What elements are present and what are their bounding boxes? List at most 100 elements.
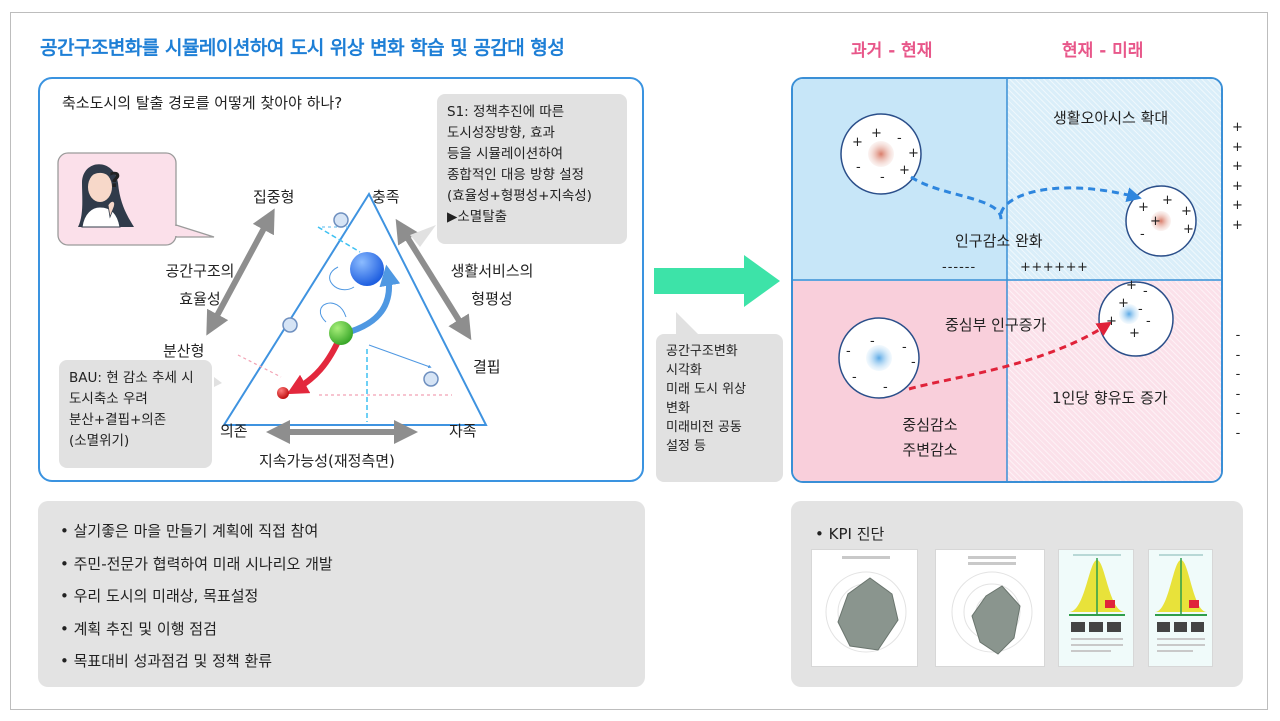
minus-sign: - — [1235, 347, 1241, 363]
label-oasis-expand: 생활오아시스 확대 — [1053, 109, 1169, 127]
kpi-radar-thumbnail — [811, 549, 918, 667]
visualization-line: 변화 — [666, 401, 690, 416]
thinking-woman-icon — [78, 164, 134, 228]
kpi-distribution-thumbnail — [1058, 549, 1134, 667]
s1-line: 종합적인 대응 방향 설정 — [447, 167, 585, 183]
minus-sign: - — [1235, 367, 1241, 382]
growth-arrow — [908, 321, 1113, 391]
label-per-capita: 1인당 향유도 증가 — [1052, 389, 1168, 407]
minus-sign: - — [1235, 406, 1241, 421]
quadrant-future-bottom — [1007, 281, 1221, 481]
participation-list: • 살기좋은 마을 만들기 계획에 직접 참여 • 주민-전문가 협력하여 미래… — [60, 515, 333, 678]
minus-sign: - — [1146, 314, 1151, 329]
current-point — [329, 321, 353, 345]
participation-box — [38, 501, 645, 687]
label-sustainability: 지속가능성(재정측면) — [259, 452, 395, 470]
s1-line: 도시성장방향, 효과 — [447, 125, 555, 141]
bubble-tail — [676, 312, 698, 334]
s1-line: 등을 시뮬레이션하여 — [447, 146, 564, 162]
plus-sign: + — [1126, 278, 1137, 293]
equity-line: 형평성 — [471, 290, 513, 308]
efficiency-line: 공간구조의 — [165, 262, 235, 280]
minus-dashes: ------ — [942, 260, 977, 275]
visualization-line: 미래비전 공동 — [666, 420, 742, 435]
bau-point — [277, 387, 289, 399]
label-deficient: 결핍 — [473, 358, 501, 376]
minus-sign: - — [846, 344, 851, 359]
minus-sign: - — [852, 370, 857, 385]
kpi-distribution-thumbnail — [1148, 549, 1213, 667]
minus-sign: - — [1235, 425, 1241, 441]
plus-sign: + — [1232, 178, 1243, 194]
plus-sign: + — [852, 135, 863, 150]
plus-sign: + — [1232, 139, 1243, 155]
plus-sign: + — [1232, 198, 1243, 213]
s1-callout: S1: 정책추진에 따른 도시성장방향, 효과 등을 시뮬레이션하여 종합적인 … — [437, 94, 627, 244]
plus-sign: + — [908, 146, 919, 161]
visualization-line: 미래 도시 위상 — [666, 382, 747, 397]
label-decline-relief: 인구감소 완화 — [955, 232, 1043, 250]
scenario-point — [333, 212, 349, 228]
quadrant-overlay — [791, 77, 1223, 483]
plus-sign: + — [1138, 200, 1149, 215]
header-past-present: 과거 - 현재 — [851, 41, 933, 61]
plus-sign: + — [1162, 193, 1173, 208]
minus-sign: - — [911, 355, 916, 370]
minus-sign: - — [897, 131, 902, 146]
minus-sign: - — [856, 160, 861, 175]
decline-line: 중심감소 — [902, 416, 958, 434]
plus-sign: + — [1118, 296, 1129, 311]
efficiency-axis-arrow — [206, 208, 275, 336]
label-center-growth: 중심부 인구증가 — [945, 316, 1047, 334]
plus-row: ++++++ — [1020, 260, 1089, 275]
minus-sign: - — [1140, 227, 1145, 242]
quadrant-future-top — [1007, 79, 1221, 281]
header-present-future: 현재 - 미래 — [1062, 41, 1144, 61]
equity-line: 생활서비스의 — [450, 262, 534, 280]
plus-sign: + — [1106, 314, 1117, 329]
plus-sign: + — [1129, 326, 1140, 341]
label-concentrated: 집중형 — [253, 188, 295, 206]
plus-sign: + — [1150, 214, 1161, 229]
bau-line: 분산+결핍+의존 — [69, 412, 167, 428]
bau-line: 도시축소 우려 — [69, 391, 148, 407]
minus-sign: - — [1138, 302, 1143, 317]
list-item: • 주민-전문가 협력하여 미래 시나리오 개발 — [60, 554, 333, 573]
main-title: 공간구조변화를 시뮬레이션하여 도시 위상 변화 학습 및 공감대 형성 — [40, 37, 565, 59]
bau-line: (소멸위기) — [69, 433, 130, 449]
visualization-callout: 공간구조변화 시각화 미래 도시 위상 변화 미래비전 공동 설정 등 — [656, 334, 783, 482]
label-equity: 생활서비스의 형평성 — [437, 257, 547, 313]
plus-sign: + — [1232, 120, 1243, 135]
scenario-point — [282, 317, 298, 333]
plus-sign: + — [871, 126, 882, 141]
list-item: • 목표대비 성과점검 및 정책 환류 — [60, 652, 273, 670]
bau-line: BAU: 현 감소 추세 시 — [69, 370, 194, 386]
equity-axis-arrow — [395, 218, 472, 341]
minus-sign: - — [1143, 284, 1148, 299]
transition-arrow-icon — [654, 255, 780, 307]
bau-callout: BAU: 현 감소 추세 시 도시축소 우려 분산+결핍+의존 (소멸위기) — [59, 360, 212, 468]
efficiency-line: 효율성 — [179, 290, 221, 308]
plus-sign: + — [1232, 159, 1243, 174]
question-mark: ? — [109, 168, 121, 192]
minus-sign: - — [1235, 328, 1241, 343]
visualization-line: 공간구조변화 — [666, 344, 738, 359]
label-sufficient: 충족 — [372, 188, 400, 206]
s1-line: ▶소멸탈출 — [447, 209, 508, 225]
s1-line: (효율성+형평성+지속성) — [447, 188, 592, 204]
plus-sign: + — [1232, 217, 1243, 233]
s1-point — [350, 252, 384, 286]
label-dependent: 의존 — [220, 422, 248, 440]
kpi-title: • KPI 진단 — [815, 525, 885, 543]
minus-sign: - — [902, 340, 907, 355]
minus-sign: - — [870, 334, 875, 349]
label-efficiency: 공간구조의 효율성 — [145, 257, 255, 313]
minus-sign: - — [1235, 386, 1241, 402]
improvement-arrow — [910, 175, 1142, 220]
list-item: • 살기좋은 마을 만들기 계획에 직접 참여 — [60, 522, 319, 540]
label-decline: 중심감소 주변감소 — [885, 413, 975, 463]
minus-column: - - - - - - — [1233, 326, 1243, 443]
visualization-line: 설정 등 — [666, 439, 707, 454]
decline-line: 주변감소 — [902, 441, 958, 459]
list-item: • 우리 도시의 미래상, 목표설정 — [60, 587, 259, 605]
